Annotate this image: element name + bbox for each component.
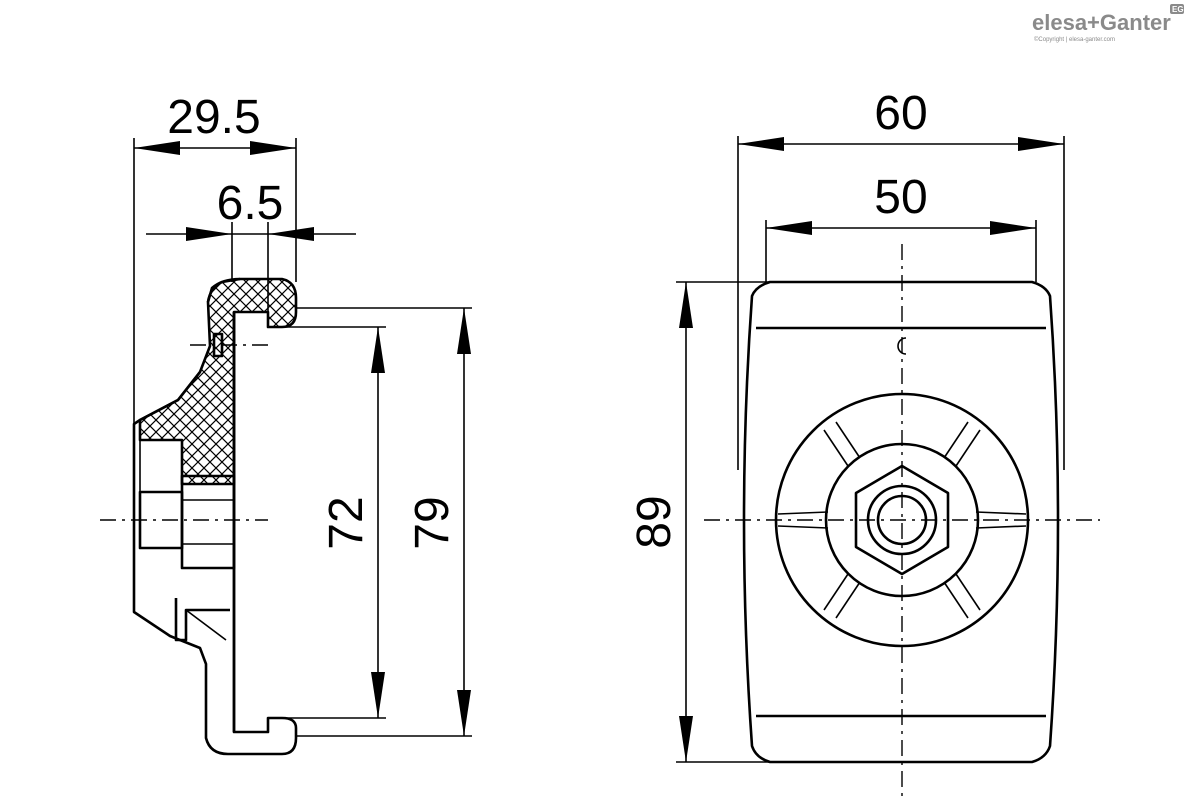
dim-label-29-5: 29.5	[167, 91, 260, 144]
dimension-6-5: 6.5	[146, 177, 356, 241]
front-mark-icon	[897, 337, 907, 355]
dimension-29-5: 29.5	[134, 91, 296, 155]
side-hex-nut	[180, 474, 236, 570]
front-rosette-spokes	[777, 421, 1027, 619]
front-view: 60 50 89	[628, 87, 1100, 796]
side-outer-contour	[132, 277, 298, 756]
dim-label-72: 72	[320, 496, 373, 549]
brand-name: elesa+Ganter	[1032, 10, 1171, 35]
dim-label-79: 79	[406, 496, 459, 549]
dimension-79: 79	[406, 308, 471, 736]
dim-label-6-5: 6.5	[217, 177, 284, 230]
dimension-72: 72	[320, 327, 385, 718]
brand-logo: elesa+Ganter ©Copyright | elesa-ganter.c…	[1032, 4, 1184, 43]
side-hatched-body	[138, 277, 298, 486]
dim-label-50: 50	[874, 171, 927, 224]
side-pin	[212, 332, 224, 358]
dimension-89: 89	[628, 282, 693, 762]
side-rib-edge	[185, 609, 227, 641]
front-hex-nut	[854, 464, 950, 576]
dim-label-60: 60	[874, 87, 927, 140]
brand-badge-text: EG	[1172, 5, 1184, 14]
dim-label-89: 89	[628, 495, 681, 548]
side-lower-rib	[174, 598, 230, 642]
dimension-60: 60	[738, 87, 1064, 151]
front-body-outline	[742, 280, 1060, 764]
dimension-50: 50	[766, 171, 1036, 235]
side-view: 29.5 6.5 72 79	[100, 91, 472, 756]
brand-badge	[1170, 4, 1184, 14]
brand-copyright: ©Copyright | elesa-ganter.com	[1034, 36, 1115, 43]
